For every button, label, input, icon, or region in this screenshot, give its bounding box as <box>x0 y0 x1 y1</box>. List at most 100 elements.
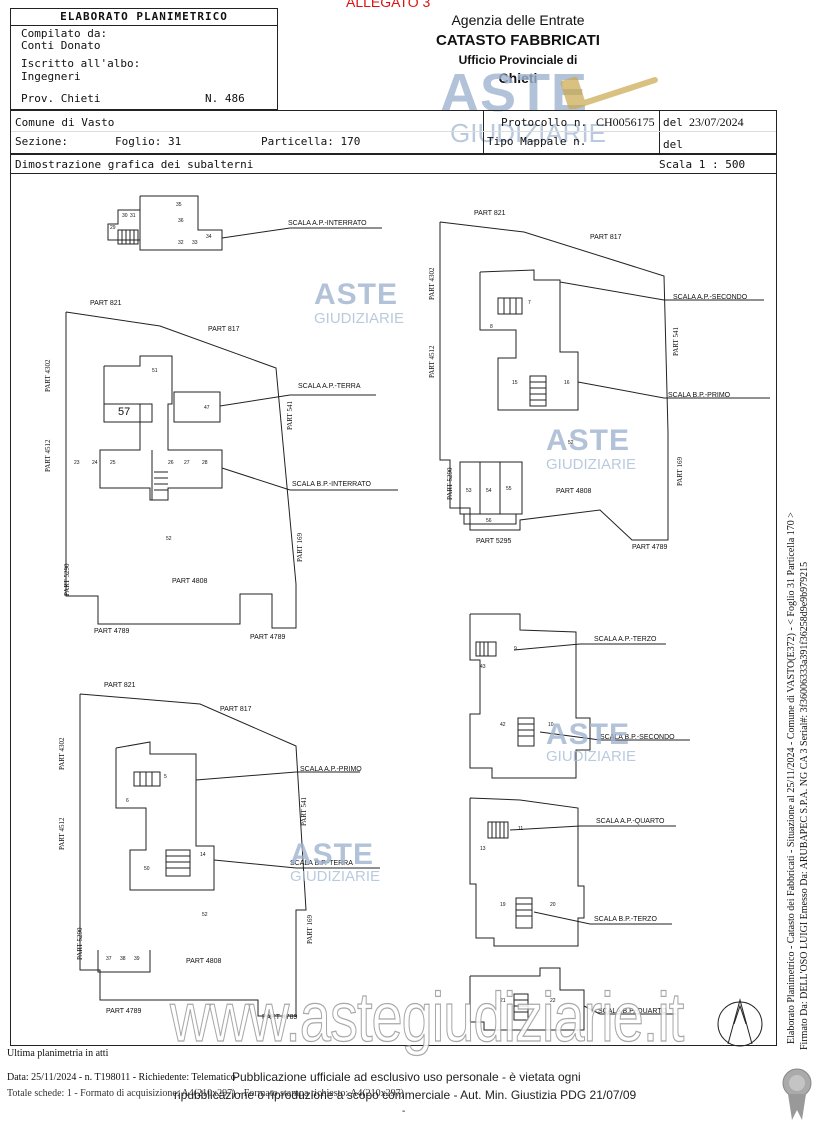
agency-name: Agenzia delle Entrate <box>451 12 585 28</box>
parcel-label: PART 4512 <box>44 439 52 472</box>
publication-notice-1: Pubblicazione ufficiale ad esclusivo uso… <box>232 1070 581 1084</box>
catasto-title: CATASTO FABBRICATI <box>436 32 600 49</box>
parcel-label: PART 541 <box>286 401 294 430</box>
parcel-label: PART 821 <box>90 300 122 307</box>
parcel-label: PART 4808 <box>556 488 592 495</box>
room-label: 37 <box>106 956 112 962</box>
scala-annotation: SCALA B.P.-SECONDO <box>600 734 675 741</box>
room-label: 52 <box>568 440 574 446</box>
gavel-icon <box>560 76 658 110</box>
scala-annotation: SCALA B.P.-PRIMO <box>668 392 731 399</box>
north-arrow-icon <box>717 998 763 1047</box>
scala-label: Scala 1 : 500 <box>659 158 746 171</box>
watermark-giudiziarie: GIUDIZIARIE <box>546 456 637 473</box>
room-label: 52 <box>166 536 172 542</box>
scala-annotation: SCALA A.P.-QUARTO <box>596 818 665 825</box>
dimostrazione-row: Dimostrazione grafica dei subalterni Sca… <box>10 154 777 174</box>
publication-notice-2: ripubblicazione o riproduzione a scopo c… <box>174 1088 637 1102</box>
parcel-label: PART 817 <box>590 234 622 241</box>
room-label: 11 <box>518 826 524 832</box>
albo-number: N. 486 <box>205 92 245 105</box>
room-label: 5 <box>164 774 167 780</box>
watermark-aste: ASTE <box>440 63 589 123</box>
watermark-aste: ASTE <box>314 278 399 311</box>
parcel-label: PART 4808 <box>186 958 222 965</box>
scala-annotation: SCALA B.P.-TERRA <box>290 860 353 867</box>
room-label: 26 <box>168 460 174 466</box>
protocollo-date: 23/07/2024 <box>689 115 744 129</box>
room-label: 36 <box>178 218 184 224</box>
parcel-label: PART 5295 <box>476 538 512 545</box>
scala-annotation: SCALA A.P.-TERZO <box>594 636 657 643</box>
parcel-label: PART 4512 <box>58 817 66 850</box>
room-label: 10 <box>548 722 554 728</box>
room-label: 30 <box>122 213 128 219</box>
side-signature-line: Firmato Da: DELL'OSO LUIGI Emesso Da: AR… <box>799 561 810 1050</box>
parcel-label: PART 817 <box>208 326 240 333</box>
scala-annotation: SCALA B.P.-TERZO <box>594 916 657 923</box>
parcel-label: PART 4302 <box>44 359 52 392</box>
parcel-label: PART 541 <box>300 797 308 826</box>
room-label: 6 <box>126 798 129 804</box>
protocollo-label: Protocollo n. <box>501 116 588 129</box>
room-label: 57 <box>118 406 131 418</box>
scala-annotation: SCALA B.P.-QUARTO <box>598 1008 667 1015</box>
room-label: 9 <box>514 646 517 652</box>
parcel-label: PART 541 <box>672 327 680 356</box>
scala-annotation: SCALA A.P.-INTERRATO <box>288 220 367 227</box>
parcel-label: PART 5290 <box>76 927 84 960</box>
parcel-label: PART 4789 <box>106 1008 142 1015</box>
parcel-label: PART 4789 <box>250 634 286 641</box>
ultima-planimetria: Ultima planimetria in atti <box>7 1048 109 1059</box>
watermark-giudiziarie: GIUDIZIARIE <box>290 868 381 885</box>
room-label: 56 <box>486 518 492 524</box>
prov-label: Prov. Chieti <box>21 92 101 105</box>
plan-primo <box>79 693 380 1017</box>
parcel-label: PART 4789 <box>262 1014 298 1021</box>
room-label: 19 <box>500 902 506 908</box>
room-label: 14 <box>200 852 206 858</box>
room-label: 7 <box>528 300 531 306</box>
watermark-aste: ASTE <box>290 838 375 871</box>
parcel-label: PART 821 <box>474 210 506 217</box>
parcel-label: PART 4789 <box>632 544 668 551</box>
scala-annotation: SCALA B.P.-INTERRATO <box>292 481 371 488</box>
room-label: 28 <box>202 460 208 466</box>
particella-label: Particella: 170 <box>261 135 361 148</box>
room-label: 34 <box>206 234 212 240</box>
dimostrazione-label: Dimostrazione grafica dei subalterni <box>15 158 254 171</box>
elaborato-title: ELABORATO PLANIMETRICO <box>11 9 277 26</box>
parcel-label: PART 4512 <box>428 345 436 378</box>
compilato-label: Compilato da: <box>21 27 108 40</box>
room-label: 29 <box>110 225 116 231</box>
room-label: 33 <box>192 240 198 246</box>
room-label: 55 <box>506 486 512 492</box>
room-label: 25 <box>110 460 116 466</box>
room-label: 47 <box>204 405 210 411</box>
iscritto-value: Ingegneri <box>21 70 81 83</box>
room-label: 38 <box>120 956 126 962</box>
room-label: 54 <box>486 488 492 494</box>
parcel-label: PART 821 <box>104 682 136 689</box>
room-label: 50 <box>144 866 150 872</box>
watermark-aste: ASTE <box>546 718 631 751</box>
plan-interrato <box>107 195 382 251</box>
allegato-label: ALLEGATO 3 <box>346 0 431 10</box>
room-label: 31 <box>130 213 136 219</box>
protocollo-del: del <box>663 116 683 129</box>
seal-badge-icon <box>782 1068 812 1120</box>
elaborato-box: ELABORATO PLANIMETRICO Compilato da: Con… <box>10 8 278 110</box>
room-label: 52 <box>202 912 208 918</box>
room-label: 24 <box>92 460 98 466</box>
drawing-frame <box>10 174 777 1046</box>
parcel-label: PART 169 <box>676 457 684 486</box>
room-label: 20 <box>550 902 556 908</box>
watermark-aste: ASTE <box>546 424 631 457</box>
room-label: 21 <box>500 998 506 1004</box>
plan-quarto <box>469 797 676 947</box>
room-label: 15 <box>512 380 518 386</box>
room-label: 22 <box>550 998 556 1004</box>
website-watermark: www.astegiudiziarie.it <box>169 977 684 1057</box>
parcel-label: PART 169 <box>306 915 314 944</box>
